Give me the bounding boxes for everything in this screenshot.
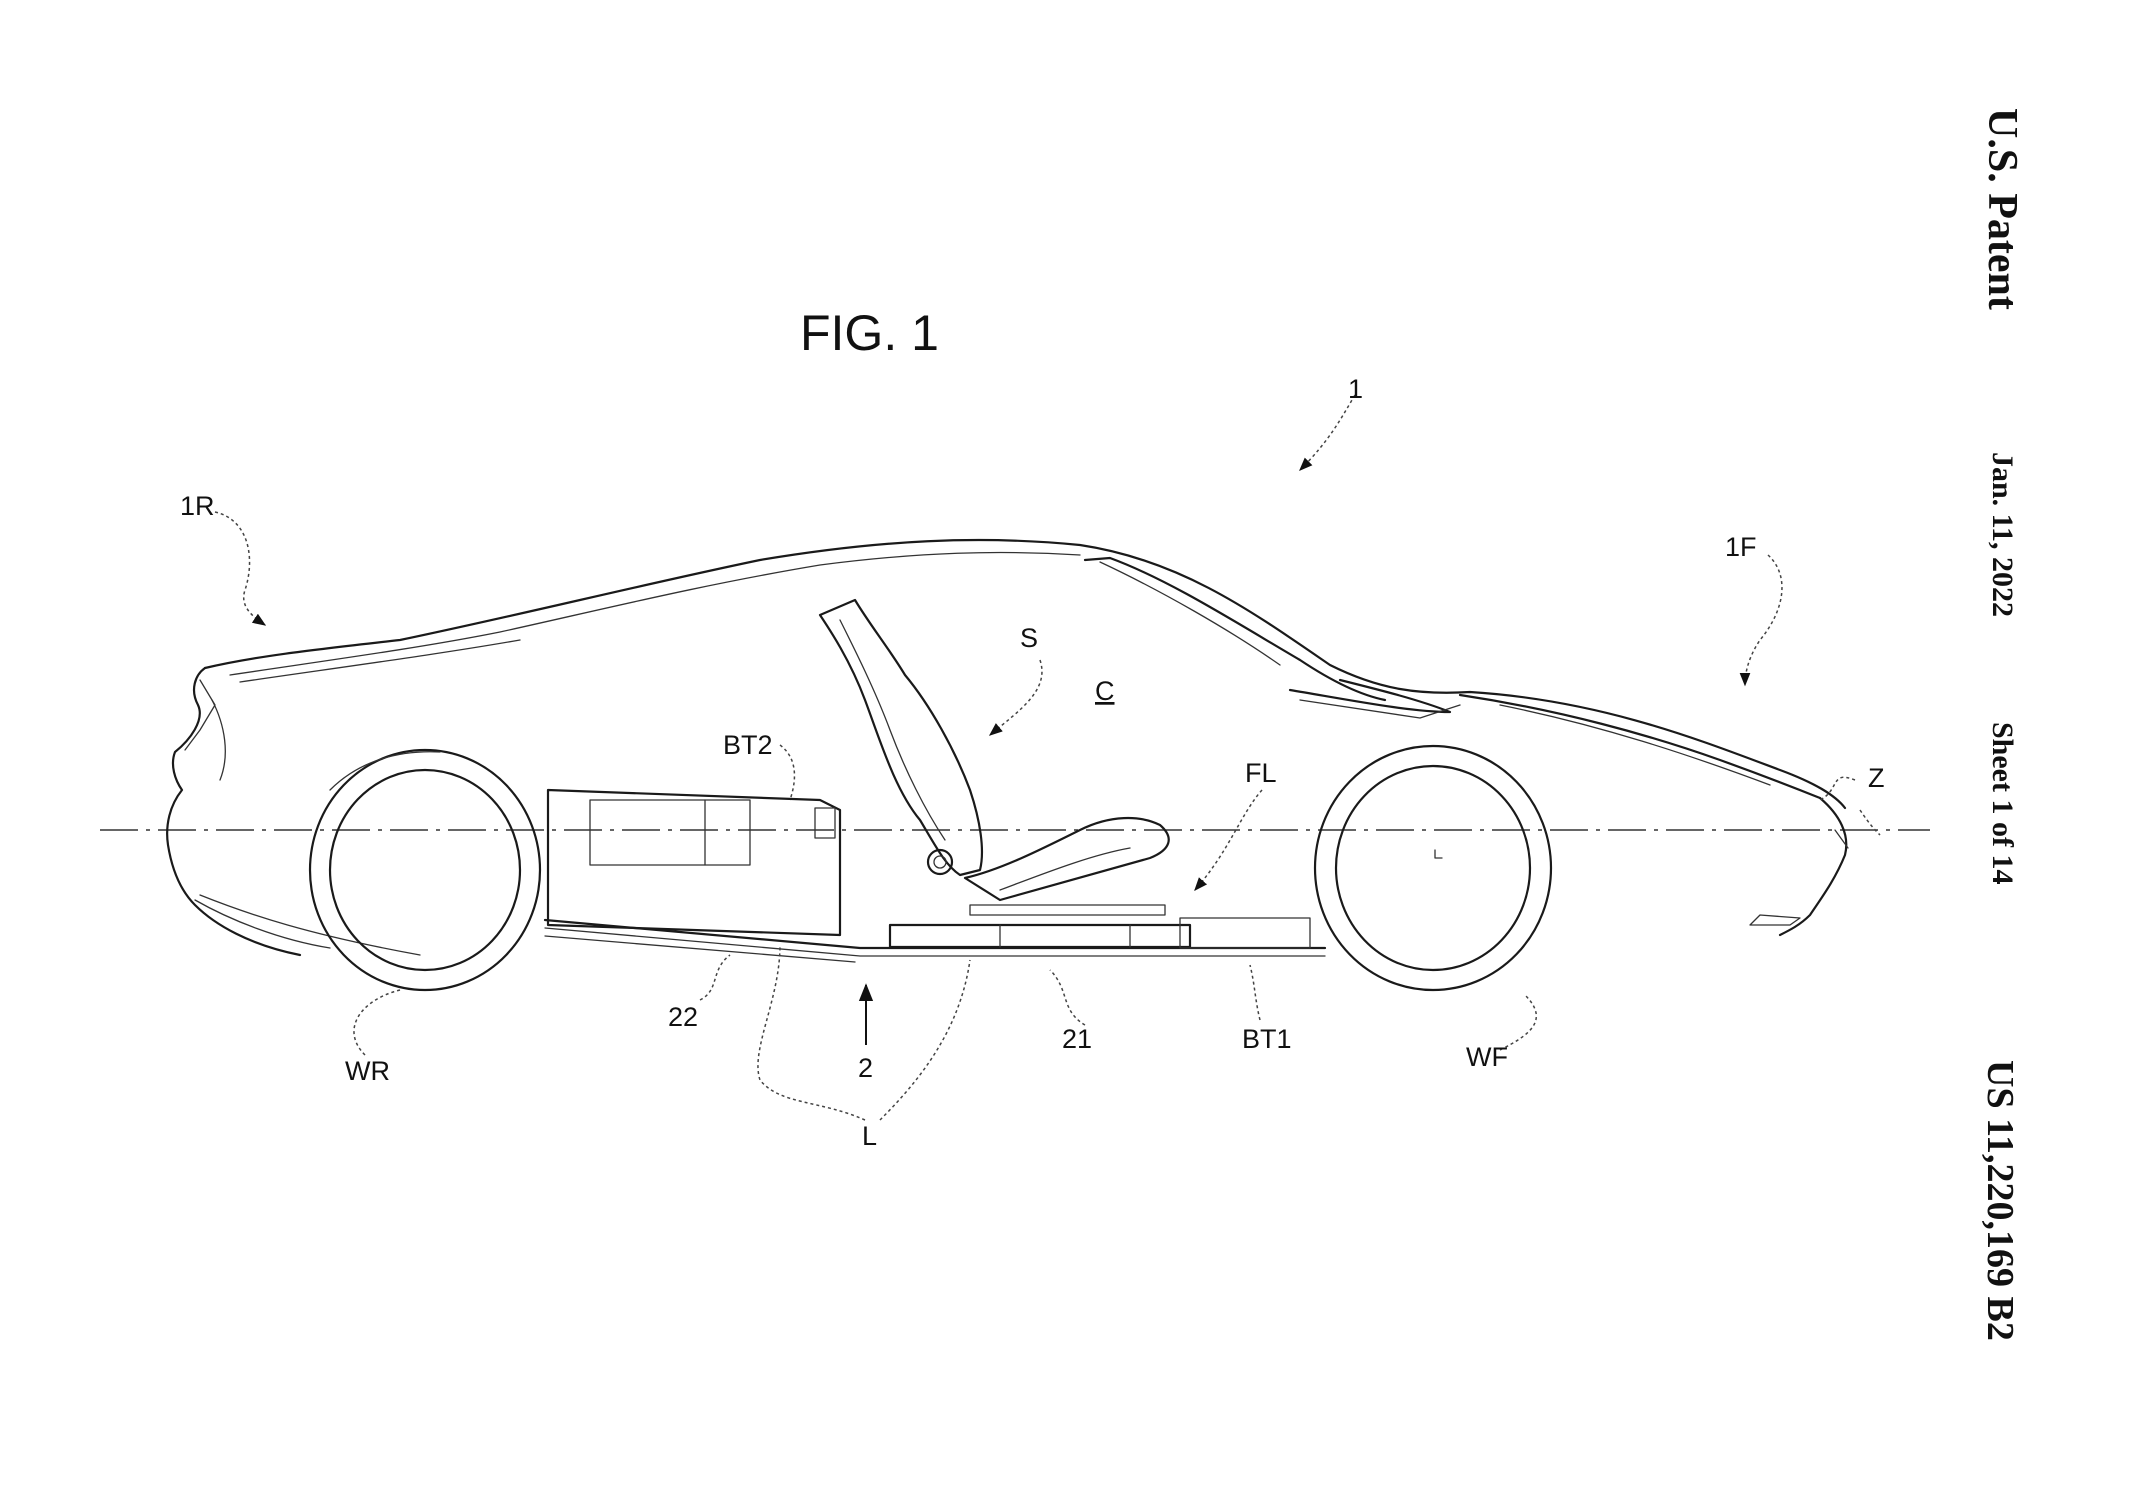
header-date: Jan. 11, 2022 <box>1986 452 2019 618</box>
label-axis: Z <box>1868 763 1885 793</box>
header-patent-number: US 11,220,169 B2 <box>1979 1060 2021 1341</box>
front-wheel <box>1313 744 1553 992</box>
label-vehicle: 1 <box>1348 374 1363 404</box>
label-rear: 1R <box>180 491 215 521</box>
label-rear-part: 22 <box>668 1002 698 1032</box>
label-battery-rear: BT2 <box>723 730 773 760</box>
rear-battery <box>546 788 842 937</box>
figure-title: FIG. 1 <box>800 305 939 361</box>
label-wheel-front: WF <box>1466 1042 1508 1072</box>
label-cabin: C <box>1095 676 1115 706</box>
header-publisher: U.S. Patent <box>1979 108 2025 310</box>
label-links: L <box>862 1121 877 1151</box>
label-wheel-rear: WR <box>345 1056 390 1086</box>
front-battery <box>888 917 1311 949</box>
rear-wheel <box>308 748 542 992</box>
label-battery-front: BT1 <box>1242 1024 1292 1054</box>
car-body <box>166 538 1849 963</box>
label-frame: 2 <box>858 1053 873 1083</box>
leader-lines <box>214 394 1881 1121</box>
label-front-part: 21 <box>1062 1024 1092 1054</box>
label-floor: FL <box>1245 758 1277 788</box>
label-seat: S <box>1020 623 1038 653</box>
seat <box>818 598 1170 916</box>
header-sheet: Sheet 1 of 14 <box>1986 722 2019 885</box>
label-front: 1F <box>1725 532 1757 562</box>
